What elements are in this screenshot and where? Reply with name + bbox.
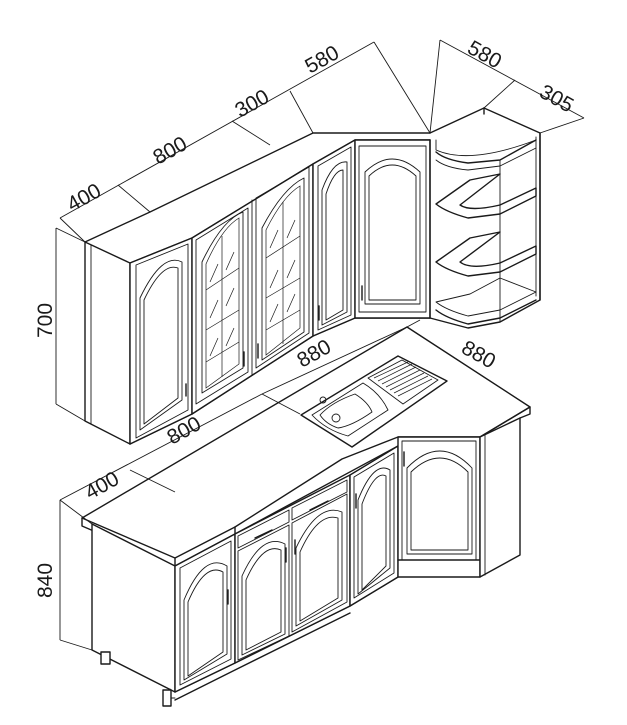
upper-depth-shelf-label: 305	[536, 80, 578, 117]
dimension-lines	[55, 39, 585, 651]
upper-shelf-unit	[429, 107, 541, 329]
lower-height-label: 840	[34, 563, 57, 598]
upper-height-label: 700	[34, 303, 57, 338]
upper-width-main-label: 800	[149, 132, 191, 169]
upper-cabinet-glass	[191, 163, 314, 415]
lower-cabinets	[91, 417, 521, 707]
upper-cabinets	[84, 107, 541, 445]
sink	[300, 355, 448, 448]
upper-cabinet-corner	[354, 139, 431, 319]
upper-width-corner-return-label: 580	[464, 36, 506, 73]
upper-width-corner-label: 580	[301, 41, 343, 78]
upper-cabinet-narrow	[312, 139, 356, 337]
lower-cabinet-middle	[234, 474, 351, 664]
lower-cabinet-corner	[397, 417, 521, 578]
upper-cabinet-left	[129, 237, 193, 445]
upper-width-narrow-label: 300	[231, 85, 273, 122]
lower-cabinet-left	[174, 533, 236, 693]
upper-depth-left-label: 400	[63, 179, 105, 216]
lower-cabinet-narrow	[349, 445, 399, 607]
